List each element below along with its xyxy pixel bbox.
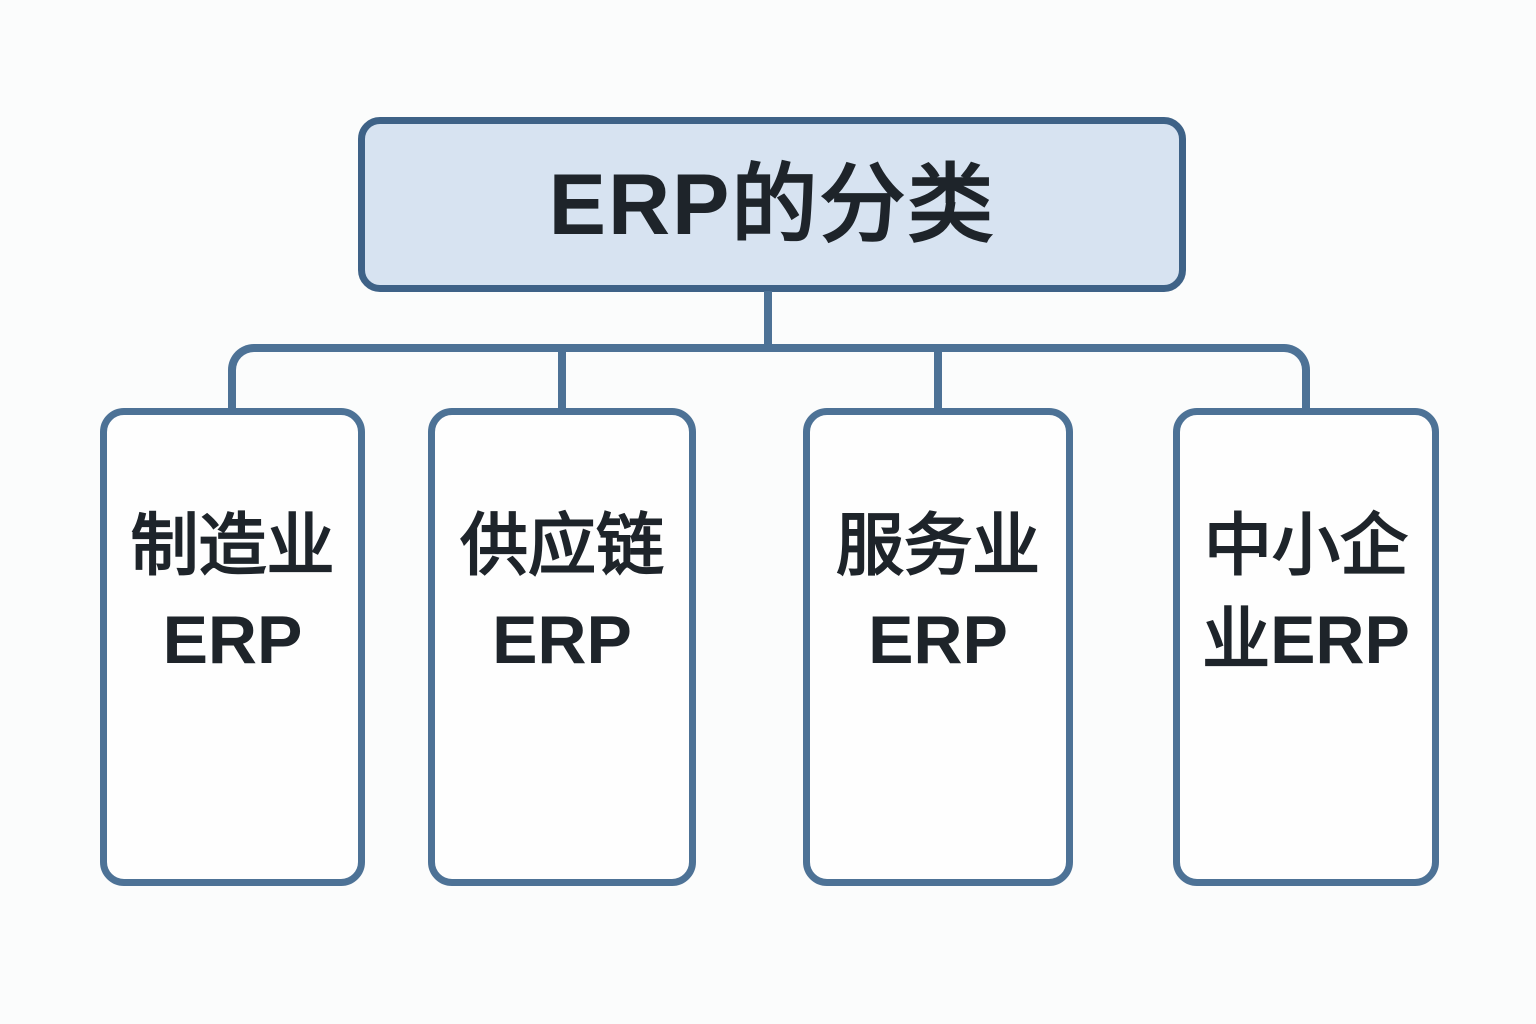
node-manufacturing-erp: 制造业 ERP (100, 408, 365, 886)
node-service-erp: 服务业 ERP (803, 408, 1073, 886)
root-node-label: ERP的分类 (548, 156, 996, 253)
node-sme-erp: 中小企 业ERP (1173, 408, 1439, 886)
connector-horizontal-bus (228, 344, 1310, 410)
connector-drop-supply-chain (558, 350, 566, 410)
node-label-line: ERP (868, 602, 1008, 678)
node-root-erp-classification: ERP的分类 (358, 117, 1186, 292)
connector-root-stem (764, 291, 772, 348)
node-label-line: ERP (492, 602, 632, 678)
node-label-line: 制造业 (130, 508, 335, 584)
node-supply-chain-erp: 供应链 ERP (428, 408, 696, 886)
node-label-line: 供应链 (459, 508, 664, 584)
node-label-line: ERP (162, 602, 303, 678)
connector-drop-service (934, 350, 942, 410)
node-label-line: 服务业 (835, 508, 1040, 584)
node-label-line: 中小企 (1203, 508, 1408, 584)
node-label-line: 业ERP (1202, 602, 1410, 678)
